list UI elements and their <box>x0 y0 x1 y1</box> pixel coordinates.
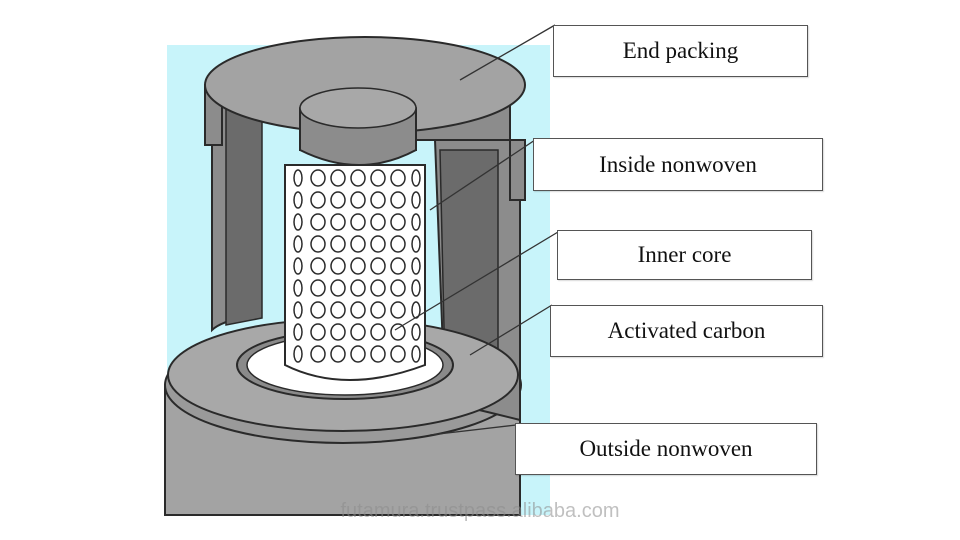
core-hole <box>310 257 326 275</box>
leader-inside-nonwoven <box>429 139 536 211</box>
core-hole <box>310 235 326 253</box>
core-hole <box>293 345 303 363</box>
inner-core-tube <box>284 164 426 381</box>
core-hole <box>330 301 346 319</box>
watermark: futamura.trustpass.alibaba.com <box>340 500 620 522</box>
core-hole <box>310 323 326 341</box>
core-hole <box>350 279 366 297</box>
label-end-packing: End packing <box>553 25 808 77</box>
core-hole <box>293 323 303 341</box>
core-hole <box>390 279 406 297</box>
core-hole <box>370 301 386 319</box>
core-hole <box>370 213 386 231</box>
leader-inner-core <box>394 231 559 331</box>
core-hole <box>370 345 386 363</box>
core-hole <box>411 323 421 341</box>
leader-lines <box>394 24 559 436</box>
end-packing-cap <box>204 36 526 201</box>
core-hole <box>390 191 406 209</box>
label-inside-nonwoven: Inside nonwoven <box>533 138 823 191</box>
core-hole <box>330 213 346 231</box>
core-hole <box>310 279 326 297</box>
core-hole <box>411 213 421 231</box>
core-hole <box>330 191 346 209</box>
leader-outside-nonwoven <box>429 424 517 436</box>
core-hole <box>293 301 303 319</box>
core-hole <box>411 169 421 187</box>
core-hole <box>310 213 326 231</box>
core-hole <box>411 279 421 297</box>
core-hole <box>411 191 421 209</box>
label-outside-nonwoven: Outside nonwoven <box>515 423 817 475</box>
leader-end-packing <box>459 24 556 81</box>
core-hole <box>350 323 366 341</box>
core-hole <box>350 345 366 363</box>
core-hole <box>350 191 366 209</box>
core-hole <box>293 191 303 209</box>
core-hole <box>390 235 406 253</box>
core-hole <box>350 301 366 319</box>
core-hole <box>310 345 326 363</box>
core-hole <box>293 257 303 275</box>
core-hole <box>310 191 326 209</box>
core-hole <box>390 169 406 187</box>
core-hole <box>390 301 406 319</box>
core-hole <box>330 323 346 341</box>
core-hole <box>310 301 326 319</box>
core-hole <box>350 213 366 231</box>
core-hole <box>293 169 303 187</box>
core-hole <box>390 257 406 275</box>
leader-activated-carbon <box>469 304 553 356</box>
core-hole <box>330 235 346 253</box>
core-hole <box>370 169 386 187</box>
core-hole <box>293 279 303 297</box>
core-hole <box>350 235 366 253</box>
core-hole <box>350 169 366 187</box>
core-hole <box>330 279 346 297</box>
core-hole <box>350 257 366 275</box>
core-hole <box>390 213 406 231</box>
core-hole <box>293 235 303 253</box>
core-hole <box>330 169 346 187</box>
core-hole <box>390 345 406 363</box>
core-hole <box>370 323 386 341</box>
core-hole <box>390 323 406 341</box>
core-hole <box>310 169 326 187</box>
core-hole <box>411 257 421 275</box>
core-hole <box>330 345 346 363</box>
label-inner-core: Inner core <box>557 230 812 280</box>
core-hole <box>370 191 386 209</box>
label-activated-carbon: Activated carbon <box>550 305 823 357</box>
core-hole <box>330 257 346 275</box>
core-hole <box>411 235 421 253</box>
core-hole <box>370 235 386 253</box>
core-hole <box>411 345 421 363</box>
core-hole <box>370 279 386 297</box>
core-hole <box>293 213 303 231</box>
core-hole <box>370 257 386 275</box>
